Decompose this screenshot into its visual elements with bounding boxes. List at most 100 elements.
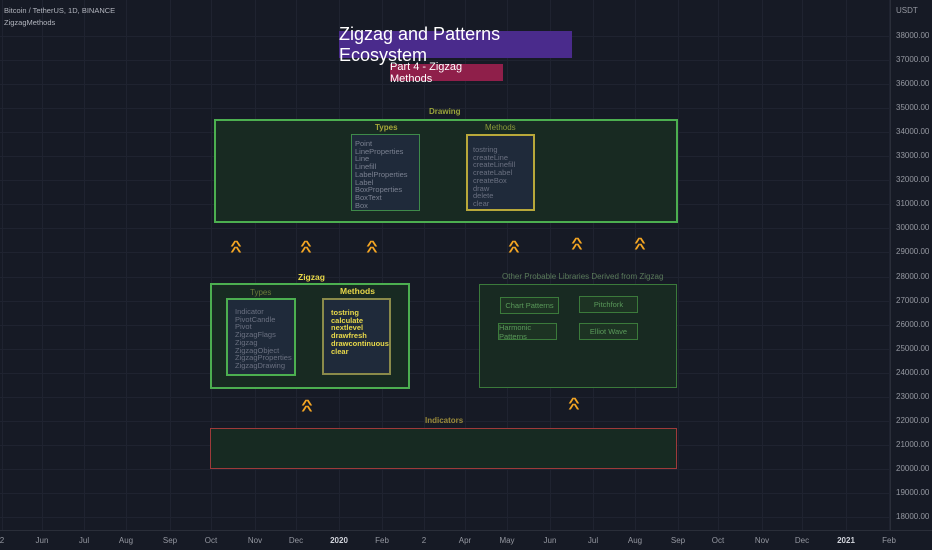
time-label: Sep xyxy=(670,536,686,545)
time-label: Jun xyxy=(543,536,557,545)
double-chevron-up-icon: ^^ xyxy=(300,238,312,259)
grid-line xyxy=(762,0,763,530)
grid-line xyxy=(0,300,890,302)
grid-line xyxy=(84,0,85,530)
grid-line xyxy=(255,0,256,530)
list-item: nextlevel xyxy=(331,323,364,333)
double-chevron-up-icon: ^^ xyxy=(568,395,580,416)
grid-line xyxy=(170,0,171,530)
price-label: 18000.00 xyxy=(896,512,930,521)
grid-line xyxy=(2,0,3,530)
grid-line xyxy=(802,0,803,530)
grid-line xyxy=(718,0,719,530)
price-label: 19000.00 xyxy=(896,487,930,497)
price-label: 29000.00 xyxy=(896,247,930,257)
grid-line xyxy=(507,0,508,530)
grid-line xyxy=(0,420,890,422)
drawing-methods-label: Methods xyxy=(485,123,516,132)
grid-line xyxy=(42,0,43,530)
list-item: drawfresh xyxy=(331,331,367,341)
time-label: Dec xyxy=(288,536,304,545)
time-label: Jul xyxy=(78,536,90,545)
list-item: clear xyxy=(473,198,490,208)
list-item: tostring xyxy=(473,145,498,154)
price-label: 33000.00 xyxy=(896,151,930,161)
zigzag-types-label: Types xyxy=(250,288,272,297)
price-axis[interactable] xyxy=(890,0,932,530)
list-item: LabelProperties xyxy=(355,169,408,179)
list-item: ZigzagFlags xyxy=(235,330,276,340)
lib-harmonic-patterns: Harmonic Patterns xyxy=(498,323,557,341)
list-item: drawcontinuous xyxy=(331,338,389,348)
grid-line xyxy=(0,517,890,518)
price-label: 25000.00 xyxy=(896,343,930,353)
list-item: clear xyxy=(331,346,349,356)
symbol-title[interactable]: Bitcoin / TetherUS, 1D, BINANCE xyxy=(4,6,116,15)
list-item: calculate xyxy=(331,315,364,325)
list-item: Indicator xyxy=(235,307,264,316)
price-label: 26000.00 xyxy=(896,319,930,329)
drawing-box xyxy=(214,119,678,223)
time-label: 2021 xyxy=(837,536,855,545)
main-title: Zigzag and Patterns Ecosystem xyxy=(339,24,572,65)
time-label: Dec xyxy=(794,536,810,545)
time-label: May xyxy=(499,536,515,545)
grid-line xyxy=(465,0,466,530)
price-label: 31000.00 xyxy=(896,199,930,209)
list-item: BoxText xyxy=(355,192,382,202)
time-label: Feb xyxy=(882,536,896,545)
list-item: createLine xyxy=(473,152,509,162)
time-label: Jun xyxy=(35,536,49,545)
grid-line xyxy=(0,60,890,62)
zigzag-methods-box xyxy=(322,298,391,375)
grid-line xyxy=(0,324,890,326)
price-label: 22000.00 xyxy=(896,415,930,425)
grid-line xyxy=(889,0,890,530)
grid-line xyxy=(0,276,890,278)
time-label: 2 xyxy=(0,536,5,545)
double-chevron-up-icon: ^^ xyxy=(634,235,646,256)
indicators-box xyxy=(210,428,677,469)
list-item: Line xyxy=(355,154,370,164)
indicator-title[interactable]: ZigzagMethods xyxy=(4,18,56,27)
list-item: PivotCandle xyxy=(235,314,276,324)
time-label: 2020 xyxy=(330,536,348,545)
time-axis[interactable] xyxy=(0,530,932,550)
lib-pitchfork: Pitchfork xyxy=(579,296,638,313)
time-label: Feb xyxy=(375,536,389,545)
grid-line xyxy=(0,108,890,110)
price-label: 32000.00 xyxy=(896,175,930,185)
lib-elliot-wave: Elliot Wave xyxy=(579,323,638,340)
indicators-label: Indicators xyxy=(425,416,464,425)
grid-line xyxy=(635,0,636,530)
time-label: Oct xyxy=(204,536,218,545)
double-chevron-up-icon: ^^ xyxy=(301,397,313,418)
grid-line xyxy=(0,396,890,398)
list-item: ZigzagObject xyxy=(235,345,280,355)
time-label: Jul xyxy=(587,536,599,545)
grid-line xyxy=(678,0,679,530)
time-label: 2 xyxy=(421,536,427,545)
list-item: ZigzagDrawing xyxy=(235,360,286,370)
zigzag-types-box xyxy=(226,298,296,376)
list-item: BoxProperties xyxy=(355,185,403,195)
price-label: 35000.00 xyxy=(896,103,930,113)
grid-line xyxy=(296,0,297,530)
price-label: 21000.00 xyxy=(896,439,930,449)
zigzag-label: Zigzag xyxy=(298,272,325,282)
grid-line xyxy=(211,0,212,530)
time-label: Sep xyxy=(162,536,178,545)
double-chevron-up-icon: ^^ xyxy=(571,235,583,256)
time-label: Aug xyxy=(118,536,134,545)
price-label: 28000.00 xyxy=(896,271,930,281)
price-label: 38000.00 xyxy=(896,31,930,40)
drawing-methods-box xyxy=(466,134,535,211)
grid-line xyxy=(0,468,890,470)
list-item: delete xyxy=(473,191,494,201)
price-label: 20000.00 xyxy=(896,463,930,473)
list-item: createLabel xyxy=(473,168,513,178)
time-label: Oct xyxy=(711,536,725,545)
list-item: ZigzagProperties xyxy=(235,353,292,363)
